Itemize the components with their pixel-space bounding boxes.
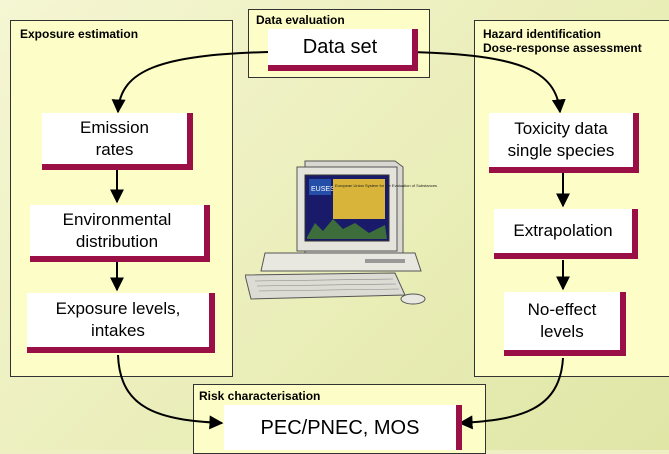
arrow-noeffect-to-risk [458,357,564,430]
exposure-levels-box: Exposure levels, intakes [27,293,215,353]
mouse [400,293,426,305]
arrow-exposure-to-risk [117,354,224,430]
toxicity-data-box: Toxicity data single species [489,113,639,173]
environmental-distribution-box: Environmental distribution [30,205,210,262]
computer-illustration: EUSES European Union System for the Eval… [245,160,437,305]
risk-result-box: PEC/PNEC, MOS [224,405,462,450]
risk-characterisation-label: Risk characterisation [199,389,321,403]
extrapolation-box: Extrapolation [494,209,638,259]
screen-logo: EUSES [311,186,335,193]
hazard-identification-label: Hazard identification Dose-response asse… [483,27,642,55]
exposure-estimation-label: Exposure estimation [20,27,139,41]
data-set-box: Data set [268,29,418,71]
arrow-dataset-to-emission [111,51,269,114]
no-effect-levels-box: No-effect levels [504,292,626,356]
emission-rates-box: Emission rates [42,113,193,170]
screen-subtitle: European Union System for the Evaluation… [335,183,437,188]
arrow-dataset-to-toxicity [411,51,566,114]
data-evaluation-label: Data evaluation [256,13,345,27]
